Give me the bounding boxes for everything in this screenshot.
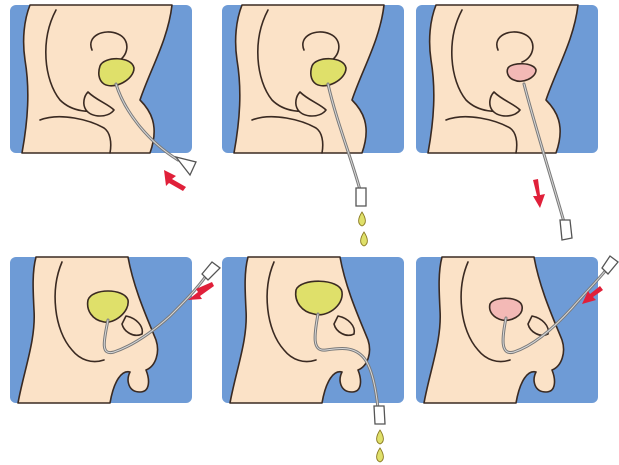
catheter-funnel xyxy=(602,256,618,274)
panel-female-insert xyxy=(10,5,196,191)
insert-arrow xyxy=(164,170,186,191)
urine-drop xyxy=(359,212,366,226)
urine-drop xyxy=(377,448,384,462)
urine-drop xyxy=(361,232,368,246)
panel-male-remove xyxy=(416,256,618,403)
catheter-funnel xyxy=(374,406,385,424)
catheter-funnel xyxy=(176,157,196,175)
panel-male-insert xyxy=(10,257,220,403)
remove-arrow xyxy=(533,179,545,208)
catheter-funnel xyxy=(202,262,220,280)
panel-female-remove xyxy=(416,5,598,240)
catheter-funnel xyxy=(560,220,572,240)
panel-female-drain xyxy=(222,5,404,246)
panel-male-drain xyxy=(222,257,404,462)
urine-drop xyxy=(377,430,384,444)
catheter-funnel xyxy=(356,188,366,206)
